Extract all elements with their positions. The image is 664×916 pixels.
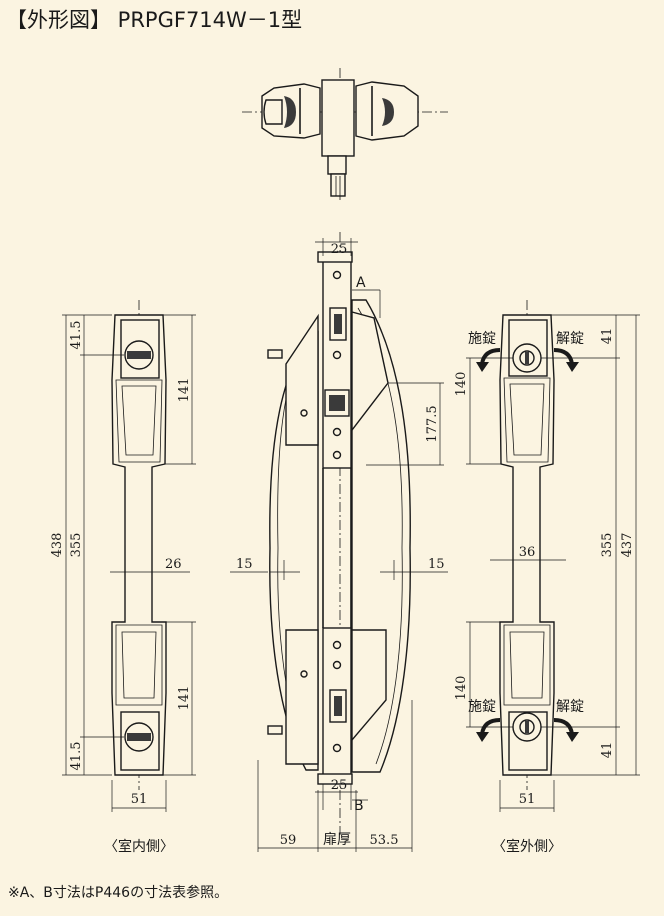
side-label-door-thickness: 扉厚	[323, 832, 351, 848]
indoor-thumbturn-bottom	[124, 722, 154, 752]
side-dim-15-right: 15	[428, 557, 445, 572]
side-dim-15-left: 15	[236, 557, 253, 572]
lock-cylinder-icon-top	[512, 343, 542, 373]
outdoor-dim-51: 51	[519, 792, 536, 807]
outdoor-dim-437: 437	[620, 533, 635, 558]
outdoor-dim-36: 36	[519, 545, 536, 560]
lock-cylinder-icon-bottom	[512, 712, 542, 742]
indoor-dim-26: 26	[165, 557, 182, 572]
side-dim-53-5: 53.5	[370, 833, 399, 848]
indoor-dim-51: 51	[131, 792, 148, 807]
label-unlock-top: 解錠	[556, 331, 584, 347]
outdoor-caption: 〈室外側〉	[492, 838, 562, 855]
outdoor-dim-355: 355	[600, 533, 615, 558]
footnote: ※A、B寸法はP446の寸法表参照。	[8, 885, 229, 901]
indoor-dim-141-top: 141	[177, 378, 192, 403]
outdoor-dim-140-top: 140	[454, 372, 469, 397]
indoor-dim-141-bottom: 141	[177, 686, 192, 711]
outdoor-view: 施錠 解錠 施錠 解錠 41 140 355 437 36 140 41 51 …	[454, 300, 640, 855]
indoor-thumbturn-top	[124, 340, 154, 370]
label-lock-bottom: 施錠	[468, 699, 496, 715]
top-view	[242, 68, 448, 200]
side-dim-177-5: 177.5	[425, 405, 440, 442]
indoor-dim-41-5-bottom: 41.5	[69, 742, 84, 771]
rotate-arrow-icon-unlock-bottom	[553, 718, 579, 742]
outdoor-dim-41-top: 41	[600, 328, 615, 345]
rotate-arrow-icon-lock-top	[476, 348, 501, 372]
indoor-dim-41-5-top: 41.5	[69, 321, 84, 350]
indoor-view: 41.5 141 438 355 26 141 41.5 51 〈室内側〉	[50, 300, 196, 855]
side-label-a: A	[356, 275, 366, 291]
outdoor-dim-41-bottom: 41	[600, 742, 615, 759]
side-view: 25 A 177.5 15 15 25 B 59 扉厚 53.5	[230, 232, 448, 852]
side-dim-25-bottom: 25	[331, 778, 348, 793]
outdoor-dim-140-bottom: 140	[454, 676, 469, 701]
side-dim-25-top: 25	[331, 242, 348, 257]
side-dim-59: 59	[280, 833, 297, 848]
label-unlock-bottom: 解錠	[556, 699, 584, 715]
indoor-dim-355: 355	[69, 533, 84, 558]
page-title: 【外形図】 PRPGF714W－1型	[6, 8, 303, 32]
rotate-arrow-icon-lock-bottom	[476, 718, 501, 742]
indoor-caption: 〈室内側〉	[104, 838, 174, 855]
rotate-arrow-icon-unlock-top	[553, 348, 579, 372]
indoor-dim-438: 438	[50, 533, 65, 558]
label-lock-top: 施錠	[468, 331, 496, 347]
side-label-b: B	[354, 798, 364, 814]
